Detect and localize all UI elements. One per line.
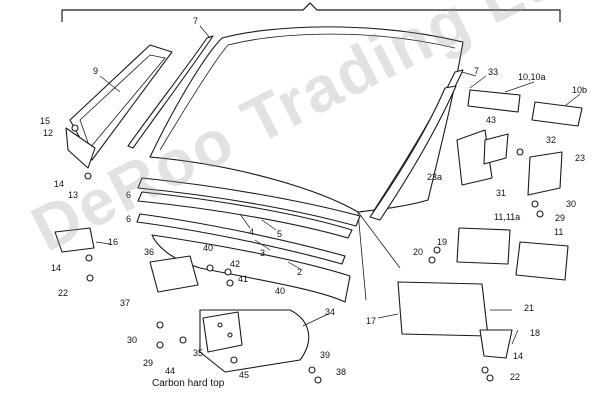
callout-21: 21 — [524, 303, 534, 313]
trim-piece-10 — [467, 89, 521, 113]
callout-6-bottom: 6 — [126, 214, 131, 224]
callout-11-11a: 11,11a — [494, 212, 520, 222]
callout-22-right: 22 — [510, 372, 520, 382]
callout-2: 2 — [297, 267, 302, 277]
callout-37: 37 — [120, 298, 130, 308]
callout-13: 13 — [68, 190, 78, 200]
callout-7-left: 7 — [193, 16, 198, 26]
hard-top-roof — [149, 26, 464, 301]
seal-strip-left — [127, 35, 214, 149]
callout-23a: 23a — [427, 172, 442, 182]
callout-29-right: 29 — [555, 213, 565, 223]
callout-4: 4 — [249, 227, 254, 237]
callout-32: 32 — [546, 135, 556, 145]
callout-43: 43 — [486, 115, 496, 125]
door-seal-channel — [369, 85, 457, 221]
callout-39: 39 — [320, 350, 330, 360]
callout-14-left: 14 — [51, 263, 61, 273]
callout-14-right: 14 — [513, 351, 523, 361]
leader-lines — [95, 25, 581, 345]
callout-14-top: 14 — [54, 179, 64, 189]
callout-29-left: 29 — [143, 358, 153, 368]
callout-10b: 10b — [572, 85, 587, 95]
group-bracket — [62, 2, 561, 22]
drip-rails — [136, 177, 361, 265]
callout-35: 35 — [193, 348, 203, 358]
window-11 — [515, 241, 569, 281]
callout-6-top: 6 — [126, 190, 131, 200]
callout-33: 33 — [488, 67, 498, 77]
callout-31: 31 — [496, 188, 506, 198]
callout-41: 41 — [238, 274, 248, 284]
hinge-bracket-left — [54, 227, 95, 253]
callout-3: 3 — [260, 248, 265, 258]
callout-16: 16 — [108, 237, 118, 247]
header-rail — [65, 44, 173, 169]
callout-12: 12 — [43, 128, 53, 138]
trim-piece-10b — [531, 101, 583, 127]
callout-20: 20 — [413, 247, 423, 257]
callout-15: 15 — [40, 116, 50, 126]
callout-42: 42 — [230, 259, 240, 269]
callout-30-right: 30 — [566, 199, 576, 209]
diagram-caption: Carbon hard top — [152, 378, 225, 389]
callout-18: 18 — [530, 328, 540, 338]
bracket-18 — [479, 329, 513, 359]
callout-38: 38 — [336, 367, 346, 377]
bracket-23a — [456, 129, 493, 186]
callout-labels: 7 9 15 12 14 13 7 33 10,10a 10b 43 32 23… — [40, 16, 587, 382]
callout-11: 11 — [554, 227, 563, 237]
callout-7-right: 7 — [474, 66, 479, 76]
callout-22-left: 22 — [58, 288, 68, 298]
mount-plate-17 — [397, 281, 489, 337]
callout-5: 5 — [277, 229, 282, 239]
callout-10-10a: 10,10a — [518, 72, 546, 82]
fasteners — [71, 124, 544, 384]
callout-9: 9 — [93, 66, 98, 76]
callout-34: 34 — [325, 307, 335, 317]
callout-30-left: 30 — [127, 335, 137, 345]
callout-40-top: 40 — [203, 243, 213, 253]
callout-44: 44 — [165, 366, 175, 376]
callout-19: 19 — [437, 237, 447, 247]
callout-36: 36 — [144, 247, 154, 257]
callout-45: 45 — [239, 370, 249, 380]
callout-23: 23 — [575, 153, 585, 163]
bracket-23 — [527, 151, 563, 196]
callout-17: 17 — [366, 316, 376, 326]
callout-40-bottom: 40 — [275, 286, 285, 296]
latch-bracket — [149, 255, 199, 293]
pad-43 — [483, 133, 509, 165]
window-11a — [456, 227, 511, 265]
latch-mechanism — [202, 311, 243, 353]
